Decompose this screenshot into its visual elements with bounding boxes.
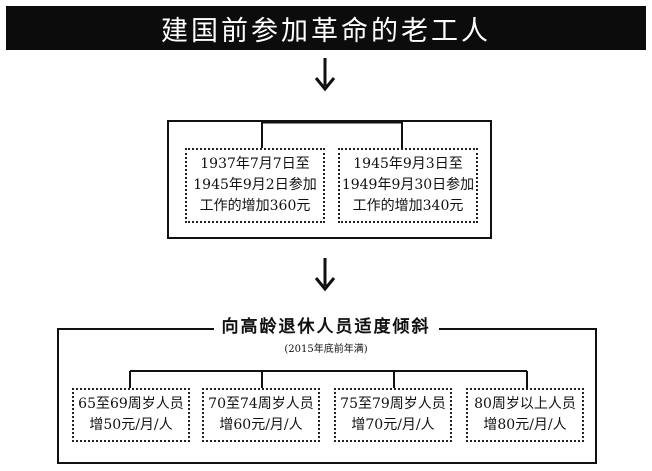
- group1-item-1: 1945年9月3日至 1949年9月30日参加 工作的增加340元: [338, 148, 478, 223]
- diagram-title: 建国前参加革命的老工人: [161, 15, 491, 47]
- down-arrow-icon: [310, 56, 340, 96]
- group2-heading: 向高龄退休人员适度倾斜: [213, 312, 439, 337]
- group2-heading-wrap: 向高龄退休人员适度倾斜: [0, 312, 652, 337]
- item-line: 1945年9月2日参加: [193, 177, 317, 193]
- item-line: 1945年9月3日至: [353, 156, 463, 172]
- group2-item-3: 80周岁以上人员 增80元/月/人: [466, 388, 584, 442]
- item-line: 工作的增加340元: [352, 198, 464, 214]
- item-line: 增50元/月/人: [89, 417, 173, 433]
- group2-item-0: 65至69周岁人员 增50元/月/人: [72, 388, 190, 442]
- group2-item-2: 75至79周岁人员 增70元/月/人: [334, 388, 452, 442]
- item-line: 1949年9月30日参加: [341, 177, 475, 193]
- down-arrow-icon: [310, 256, 340, 296]
- item-line: 70至74周岁人员: [208, 396, 314, 412]
- item-line: 80周岁以上人员: [474, 396, 576, 412]
- group1-item-0: 1937年7月7日至 1945年9月2日参加 工作的增加360元: [185, 148, 325, 223]
- item-line: 65至69周岁人员: [78, 396, 184, 412]
- item-line: 增70元/月/人: [351, 417, 435, 433]
- item-line: 75至79周岁人员: [340, 396, 446, 412]
- item-line: 增80元/月/人: [483, 417, 567, 433]
- item-line: 增60元/月/人: [219, 417, 303, 433]
- group2-item-1: 70至74周岁人员 增60元/月/人: [202, 388, 320, 442]
- group2-note: (2015年底前年满): [284, 344, 368, 355]
- item-line: 工作的增加360元: [199, 198, 311, 214]
- item-line: 1937年7月7日至: [200, 156, 310, 172]
- title-banner: 建国前参加革命的老工人: [6, 6, 646, 50]
